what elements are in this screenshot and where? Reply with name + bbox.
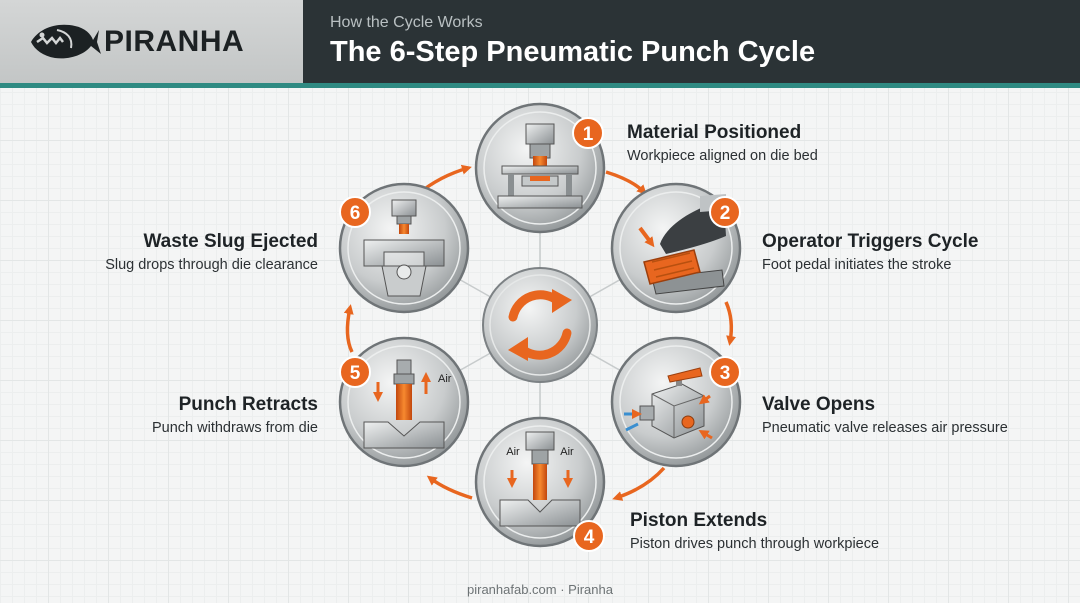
step-3-number: 3 [720,363,731,384]
step-2-badge [709,196,741,228]
punch-retract-icon: Air [363,359,452,449]
piranha-fish-icon [31,24,101,59]
step-5-number: 5 [350,363,361,384]
step-2-description: Foot pedal initiates the stroke [762,257,952,273]
step-5-title: Punch Retracts [178,394,318,415]
step-3-description: Pneumatic valve releases air pressure [762,420,1008,436]
step-1-title: Material Positioned [627,122,802,143]
piston-icon: Air Air [499,431,581,527]
step-2-label: Operator Triggers Cycle Foot pedal initi… [762,231,978,274]
brand-name: PIRANHA [104,25,245,58]
air-label: Air [560,446,574,458]
step-6-number: 6 [350,203,361,224]
step-2-number: 2 [720,203,731,224]
step-4-label: Piston Extends Piston drives punch throu… [630,510,879,553]
step-4-title: Piston Extends [630,510,768,531]
footer-credit: piranhafab.com · Piranha [467,582,613,597]
step-6-label: Waste Slug Ejected Slug drops through di… [105,231,318,274]
arrow-4-to-5 [426,475,473,500]
step-3-title: Valve Opens [762,394,876,415]
step-4-disc: Air Air 4 [474,416,606,552]
step-1-badge [572,117,604,149]
arrow-3-to-4 [612,466,666,501]
step-5-disc: Air 5 [338,336,470,468]
page-title: The 6-Step Pneumatic Punch Cycle [330,36,816,68]
press-die-icon [497,123,583,209]
step-4-badge [573,520,605,552]
foot-pedal-icon [638,194,726,295]
step-5-label: Punch Retracts Punch withdraws from die [152,394,318,437]
logo-panel: PIRANHA [0,0,303,83]
arrow-1-to-2 [605,170,647,195]
center-cycle-disc [482,267,598,383]
step-1-label: Material Positioned Workpiece aligned on… [627,122,818,165]
step-6-title: Waste Slug Ejected [143,231,318,252]
step-5-description: Punch withdraws from die [151,420,318,436]
step-1-number: 1 [583,124,594,145]
slug-eject-icon [363,199,445,297]
step-5-badge [339,356,371,388]
step-1-description: Workpiece aligned on die bed [627,148,818,164]
step-6-disc: 6 [338,182,470,314]
air-label: Air [438,373,452,385]
air-label: Air [506,446,520,458]
arrow-5-to-6 [343,304,354,353]
step-3-label: Valve Opens Pneumatic valve releases air… [762,394,1008,437]
step-2-disc: 2 [610,182,742,314]
header-divider [0,83,1080,88]
header: PIRANHA How the Cycle Works The 6-Step P… [0,0,1080,83]
title-panel [303,0,1080,83]
step-4-description: Piston drives punch through workpiece [630,536,880,552]
valve-icon [624,367,713,440]
arrow-2-to-3 [724,301,736,346]
step-1-disc: 1 [474,102,606,234]
step-6-description: Slug drops through die clearance [105,257,318,273]
page-subtitle: How the Cycle Works [330,14,483,31]
step-3-disc: 3 [610,336,742,468]
step-6-badge [339,196,371,228]
step-2-title: Operator Triggers Cycle [762,231,979,252]
step-4-number: 4 [584,527,595,548]
step-3-badge [709,356,741,388]
